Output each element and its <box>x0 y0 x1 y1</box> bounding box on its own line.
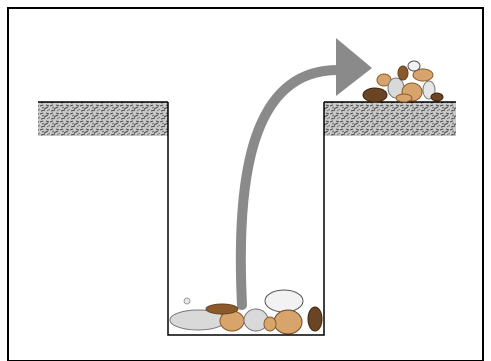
rocks-at-pit-bottom <box>169 289 323 335</box>
left-ground-surface <box>38 102 168 136</box>
rocks-piled-on-surface <box>362 60 444 103</box>
curved-up-arrow <box>235 65 343 310</box>
right-ground-surface <box>324 102 456 136</box>
arrow-head <box>336 38 372 96</box>
figure-frame <box>7 7 484 361</box>
